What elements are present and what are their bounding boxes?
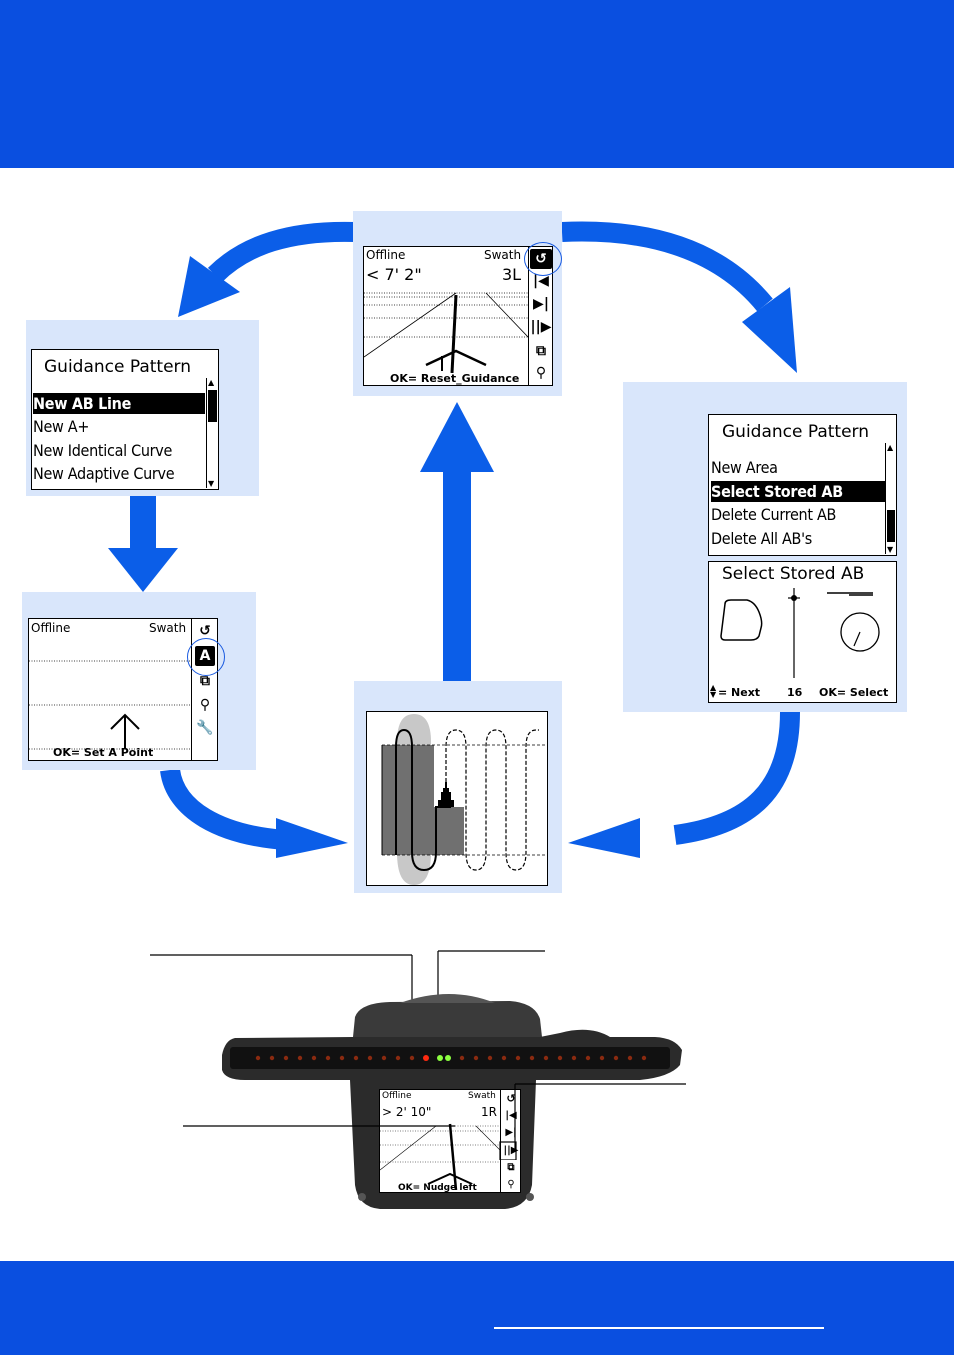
coverage-map-screen <box>366 711 548 886</box>
scroll-thumb[interactable] <box>887 510 895 542</box>
reset-guidance-icon[interactable]: ↺ <box>199 623 211 639</box>
arrowhead-top-right <box>742 287 797 373</box>
guidance-screen-top: Offline Swath < 7' 2" 3L OK= Reset_Guida… <box>363 246 553 386</box>
arrow-up-shaft <box>443 470 471 682</box>
scroll-down-icon[interactable]: ▼ <box>887 545 894 554</box>
flow-arrows <box>108 221 800 858</box>
covered-area <box>382 745 434 855</box>
swath-label: Swath <box>149 621 187 635</box>
status-text: Offline <box>366 248 406 262</box>
nudge-icon[interactable]: ||▶ <box>503 1144 519 1156</box>
wrench-icon[interactable]: 🔧 <box>196 720 214 736</box>
pivot-circle <box>840 612 880 652</box>
status-text: Offline <box>31 621 71 635</box>
covered-area-step <box>434 807 464 855</box>
footer-rule <box>494 1327 824 1329</box>
menu-scrollbar[interactable]: ▲ ▼ <box>885 443 896 554</box>
menu-item-delete-all-abs[interactable]: Delete All AB's <box>711 529 812 548</box>
views-icon[interactable]: ⧉ <box>507 1161 515 1173</box>
driven-path <box>395 728 447 872</box>
swath-label: Swath <box>468 1091 496 1101</box>
reset-guidance-icon[interactable]: ↺ <box>506 1091 516 1105</box>
arrow-bottom-right <box>673 711 800 845</box>
footer-text: OK= Reset_Guidance <box>390 372 520 385</box>
arrowhead-top-left <box>178 256 240 317</box>
previous-swath-icon[interactable]: |◀ <box>505 1109 517 1121</box>
guidance-line <box>450 294 458 373</box>
top-banner <box>0 0 954 168</box>
device-callouts <box>183 1083 686 1160</box>
arrow-bottom-left <box>160 768 286 850</box>
zoom-icon[interactable]: ⚲ <box>199 697 211 713</box>
menu-item-select-stored-ab[interactable]: Select Stored AB <box>711 481 885 502</box>
nudge-icon[interactable]: ||▶ <box>530 319 552 335</box>
device-top-cap <box>353 1001 542 1037</box>
planned-path <box>445 729 539 871</box>
device-screen: Offline Swath > 2' 10" 1R OK= Nudge left… <box>379 1089 521 1193</box>
set-a-view <box>29 660 191 750</box>
offset-readout: < 7' 2" <box>366 265 422 284</box>
highlight-ring <box>187 638 225 676</box>
screen-title: Select Stored AB <box>722 564 865 584</box>
footer-count: 16 <box>787 686 803 699</box>
swath-label: Swath <box>484 248 522 262</box>
previous-swath-icon[interactable]: |◀ <box>533 273 549 289</box>
menu-item-delete-current-ab[interactable]: Delete Current AB <box>711 505 837 524</box>
swath-value: 3L <box>502 265 522 284</box>
nudge-callout-box <box>499 1141 517 1160</box>
guidance-pattern-menu-left: Guidance Pattern New AB Line New A+ New … <box>31 349 219 490</box>
guidance-pattern-menu-right: Guidance Pattern New Area Select Stored … <box>708 414 897 556</box>
scroll-down-icon[interactable]: ▼ <box>208 479 215 488</box>
menu-item-new-identical-curve[interactable]: New Identical Curve <box>33 441 173 460</box>
footer-text: OK= Nudge left <box>398 1183 477 1193</box>
highlight-ring <box>524 242 562 276</box>
coverage-map <box>381 714 547 885</box>
arrow-top-left <box>207 221 357 283</box>
swath-value: 1R <box>481 1105 497 1119</box>
zoom-icon[interactable]: ⚲ <box>507 1178 515 1190</box>
menu-item-new-adaptive-curve[interactable]: New Adaptive Curve <box>33 464 175 483</box>
set-a-screen: Offline Swath OK= Set A Point ↺ A ⧉ ⚲ 🔧 <box>28 618 218 761</box>
menu-scrollbar[interactable]: ▲ ▼ <box>206 378 218 488</box>
offset-readout: > 2' 10" <box>382 1105 432 1119</box>
guidance-perspective-view <box>380 1123 500 1190</box>
arrow-top-right <box>561 221 773 312</box>
arrows-updown-icon: ▲▼ <box>710 683 717 699</box>
next-swath-icon[interactable]: ▶| <box>533 296 549 312</box>
arrow-down-shaft <box>130 496 156 548</box>
select-stored-ab-screen: Select Stored AB ▲▼ = Next 16 OK= Select <box>708 561 897 703</box>
arrowhead-down <box>108 548 178 592</box>
scroll-up-icon[interactable]: ▲ <box>208 378 215 387</box>
guidance-line <box>448 1123 458 1190</box>
footer-next: = Next <box>718 686 761 699</box>
icon-column: ↺ |◀ ▶| ||▶ ⧉ ⚲ <box>500 1090 520 1192</box>
footer-select: OK= Select <box>819 686 889 699</box>
arrowhead-up <box>420 402 494 472</box>
menu-title: Guidance Pattern <box>44 357 192 377</box>
field-shape <box>720 599 763 641</box>
arrowhead-bottom-right <box>568 818 640 858</box>
menu-item-new-ab-line[interactable]: New AB Line <box>33 393 205 414</box>
next-swath-icon[interactable]: ▶| <box>505 1126 517 1138</box>
guidance-perspective-view <box>364 292 528 373</box>
status-text: Offline <box>382 1091 412 1101</box>
menu-title: Guidance Pattern <box>722 422 870 442</box>
scroll-up-icon[interactable]: ▲ <box>887 443 894 452</box>
menu-item-new-a-plus[interactable]: New A+ <box>33 417 90 436</box>
views-icon[interactable]: ⧉ <box>200 673 210 689</box>
views-icon[interactable]: ⧉ <box>536 343 546 359</box>
up-arrow-icon <box>110 713 140 749</box>
arrowhead-bottom-left <box>276 818 348 858</box>
bottom-banner <box>0 1261 954 1355</box>
vehicle-marker <box>425 349 487 367</box>
menu-item-new-area[interactable]: New Area <box>711 458 778 477</box>
scroll-thumb[interactable] <box>208 390 217 422</box>
tractor-icon <box>438 788 454 808</box>
zoom-icon[interactable]: ⚲ <box>535 365 547 381</box>
led-row <box>255 1055 647 1061</box>
footer-text: OK= Set A Point <box>53 746 154 759</box>
stored-ab-shapes <box>720 588 880 678</box>
